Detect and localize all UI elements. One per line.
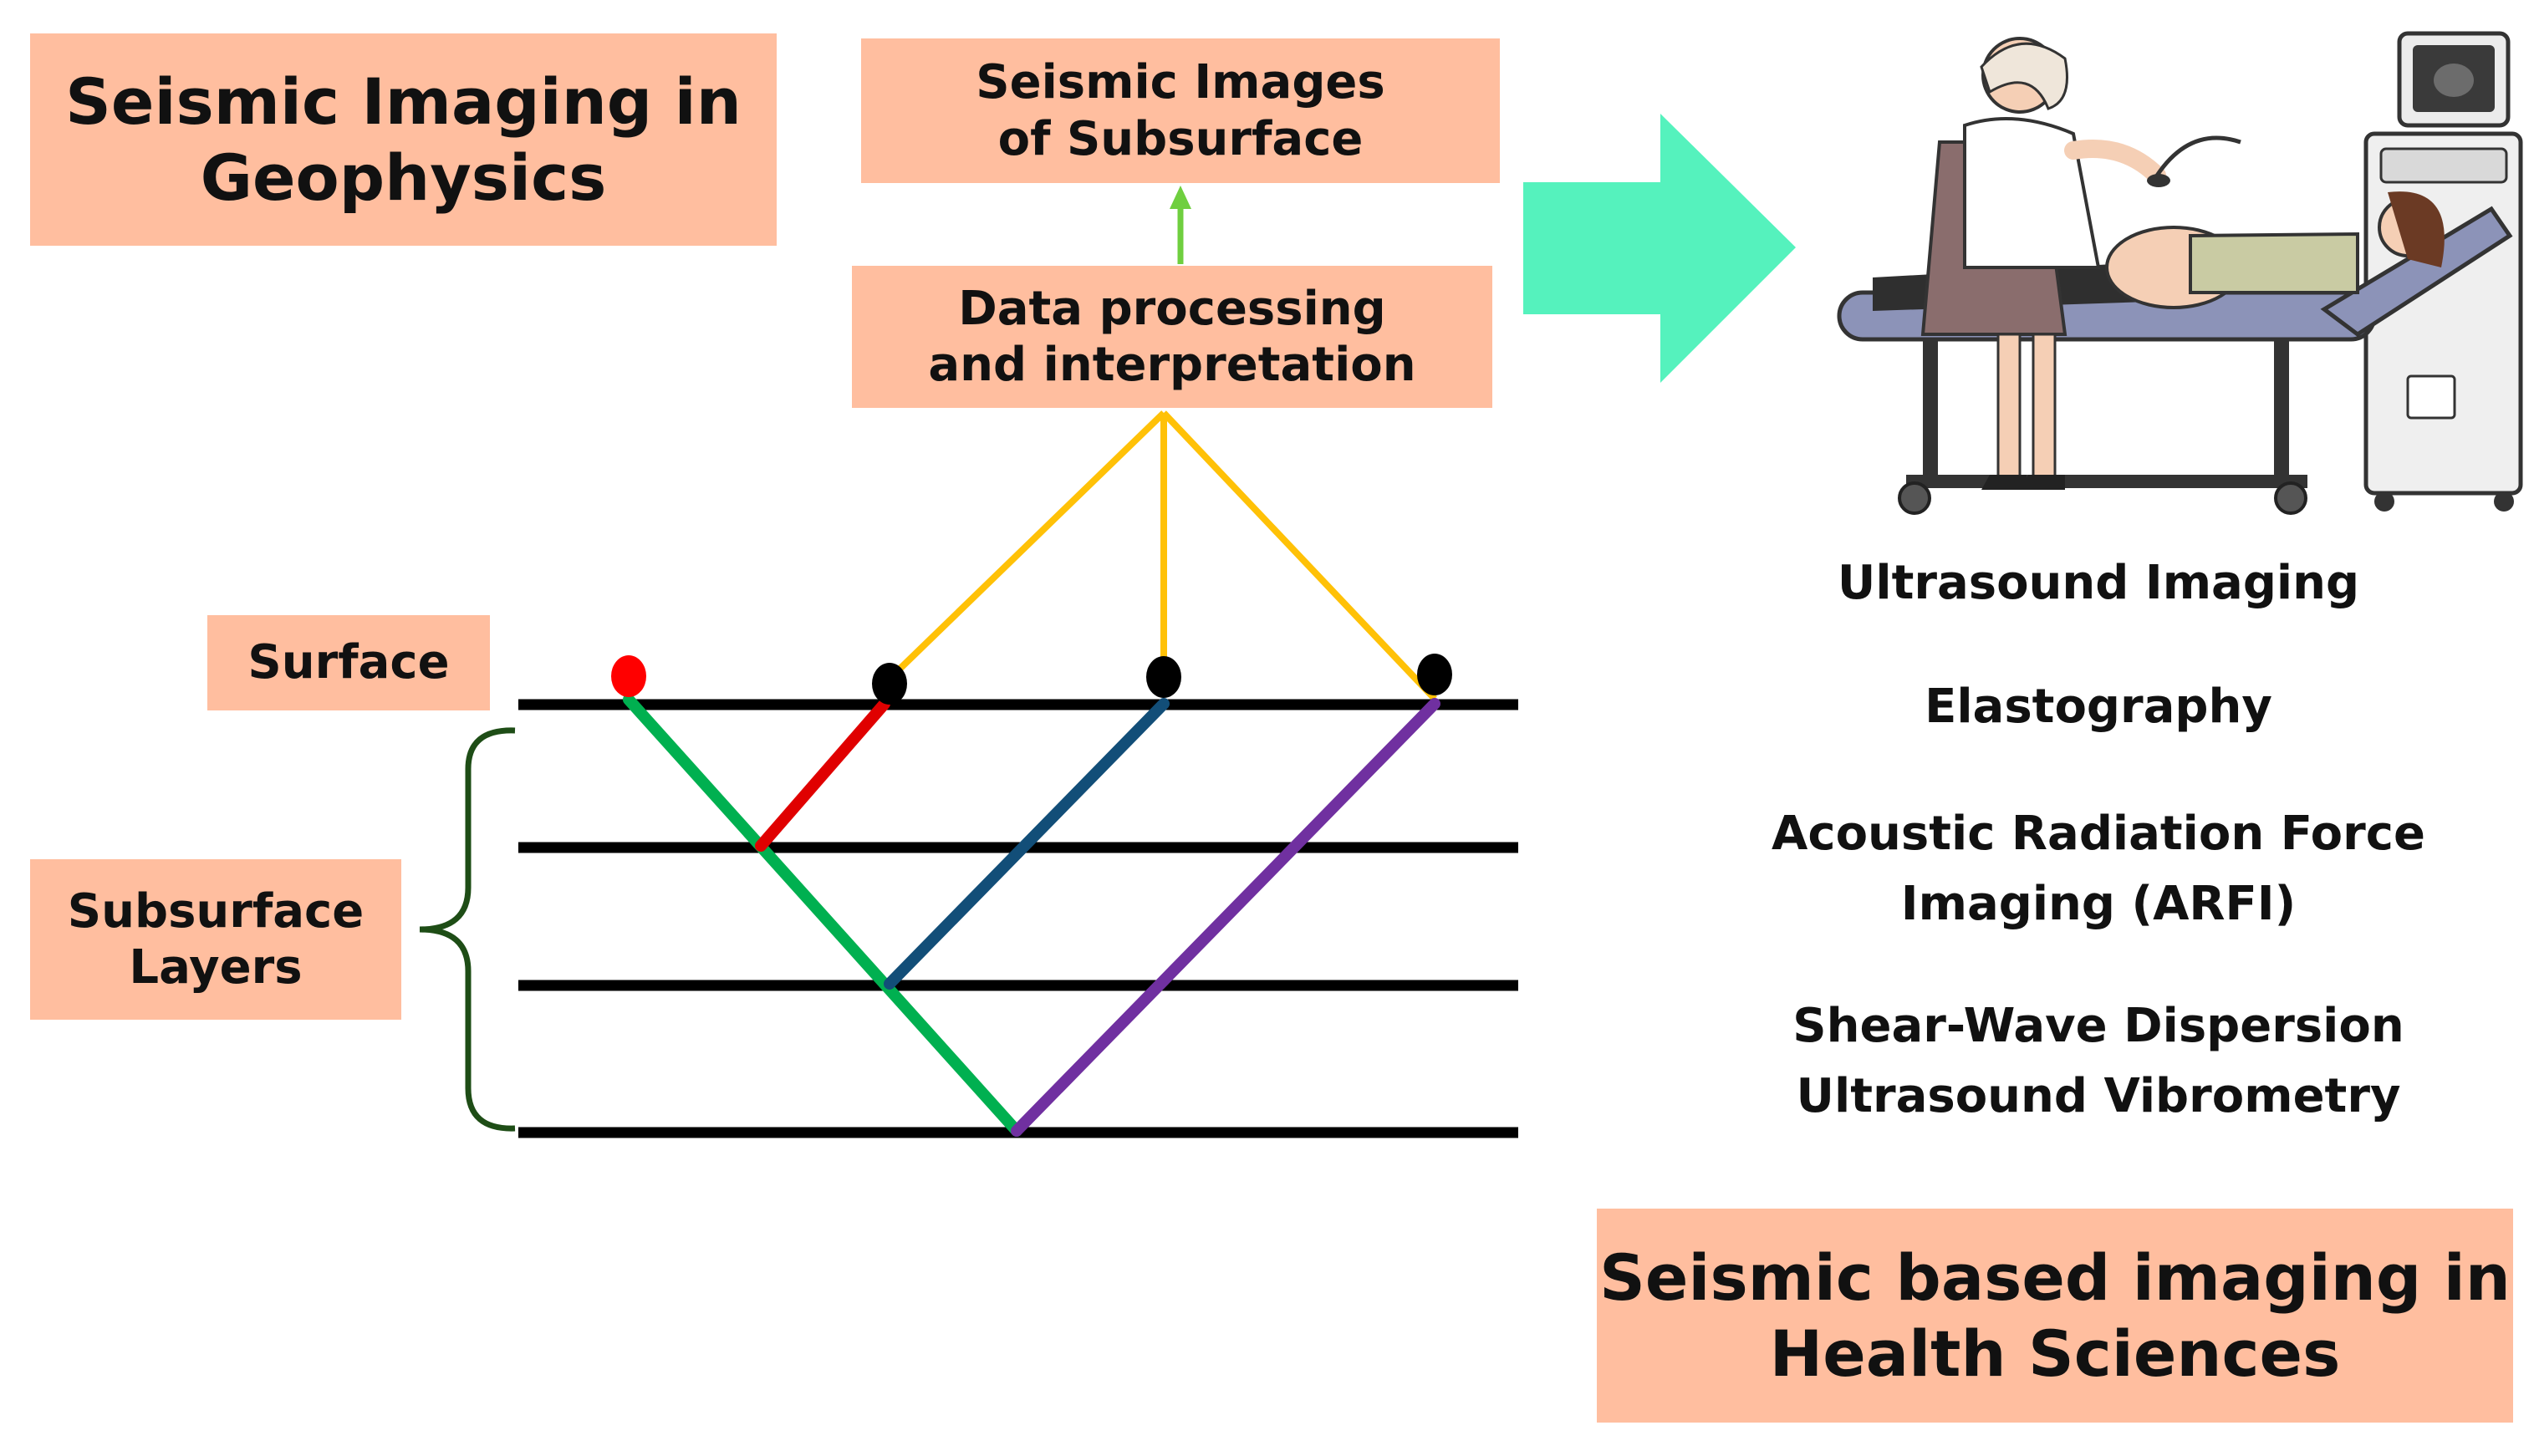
reflected-ray-purple [1011, 698, 1440, 1137]
technique-shear-wave: Shear-Wave Dispersion Ultrasound Vibrome… [1722, 991, 2475, 1132]
geophysics-title-box: Seismic Imaging in Geophysics [30, 33, 777, 246]
subsurface-layers-box: Subsurface Layers [30, 859, 401, 1020]
receiver-links [884, 410, 1437, 701]
surface-label: Surface [247, 635, 450, 690]
technique-line: Acoustic Radiation Force [1772, 807, 2425, 861]
technique-line: Shear-Wave Dispersion [1792, 999, 2404, 1053]
big-arrow-right-icon [1523, 114, 1796, 383]
subsurface-label-line-1: Subsurface [67, 883, 365, 939]
geophysics-title-line-2: Geophysics [200, 140, 607, 215]
receiver-marker-2 [1146, 656, 1181, 698]
health-sciences-title-box: Seismic based imaging in Health Sciences [1597, 1209, 2513, 1423]
receiver-marker-3 [1417, 654, 1452, 695]
technique-line: Ultrasound Vibrometry [1796, 1069, 2401, 1123]
receiver-marker-1 [872, 663, 907, 705]
subsurface-label-line-2: Layers [129, 940, 303, 995]
subsurface-brace-icon [419, 727, 516, 1132]
receiver-link-1 [884, 410, 1166, 685]
technique-line: Imaging (ARFI) [1900, 877, 2297, 931]
technique-arfi: Acoustic Radiation Force Imaging (ARFI) [1722, 799, 2475, 939]
technique-ultrasound-imaging: Ultrasound Imaging [1722, 548, 2475, 619]
receiver-link-3 [1161, 410, 1437, 701]
technique-elastography: Elastography [1722, 672, 2475, 742]
health-title-line-1: Seismic based imaging in [1599, 1240, 2511, 1315]
geophysics-title-line-1: Seismic Imaging in [65, 64, 742, 139]
seismic-images-line-2: of Subsurface [997, 111, 1364, 166]
data-processing-line-1: Data processing [958, 281, 1386, 336]
source-ray-green [623, 694, 1022, 1137]
doctor-figure-icon [1920, 37, 2166, 490]
up-arrow-head-icon [1170, 186, 1191, 209]
surface-label-box: Surface [207, 615, 490, 710]
data-processing-box: Data processing and interpretation [852, 266, 1492, 408]
source-marker [611, 655, 646, 697]
transducer-probe-icon [2147, 135, 2241, 187]
seismic-images-box: Seismic Images of Subsurface [861, 38, 1500, 183]
technique-line: Ultrasound Imaging [1837, 556, 2360, 610]
technique-line: Elastography [1925, 680, 2272, 734]
reflected-ray-red [755, 698, 890, 852]
health-title-line-2: Health Sciences [1769, 1316, 2341, 1391]
reflected-ray-blue [884, 698, 1170, 990]
ultrasound-scene-illustration [1837, 31, 2523, 515]
seismic-images-line-1: Seismic Images [976, 55, 1385, 110]
data-processing-line-2: and interpretation [928, 338, 1416, 392]
